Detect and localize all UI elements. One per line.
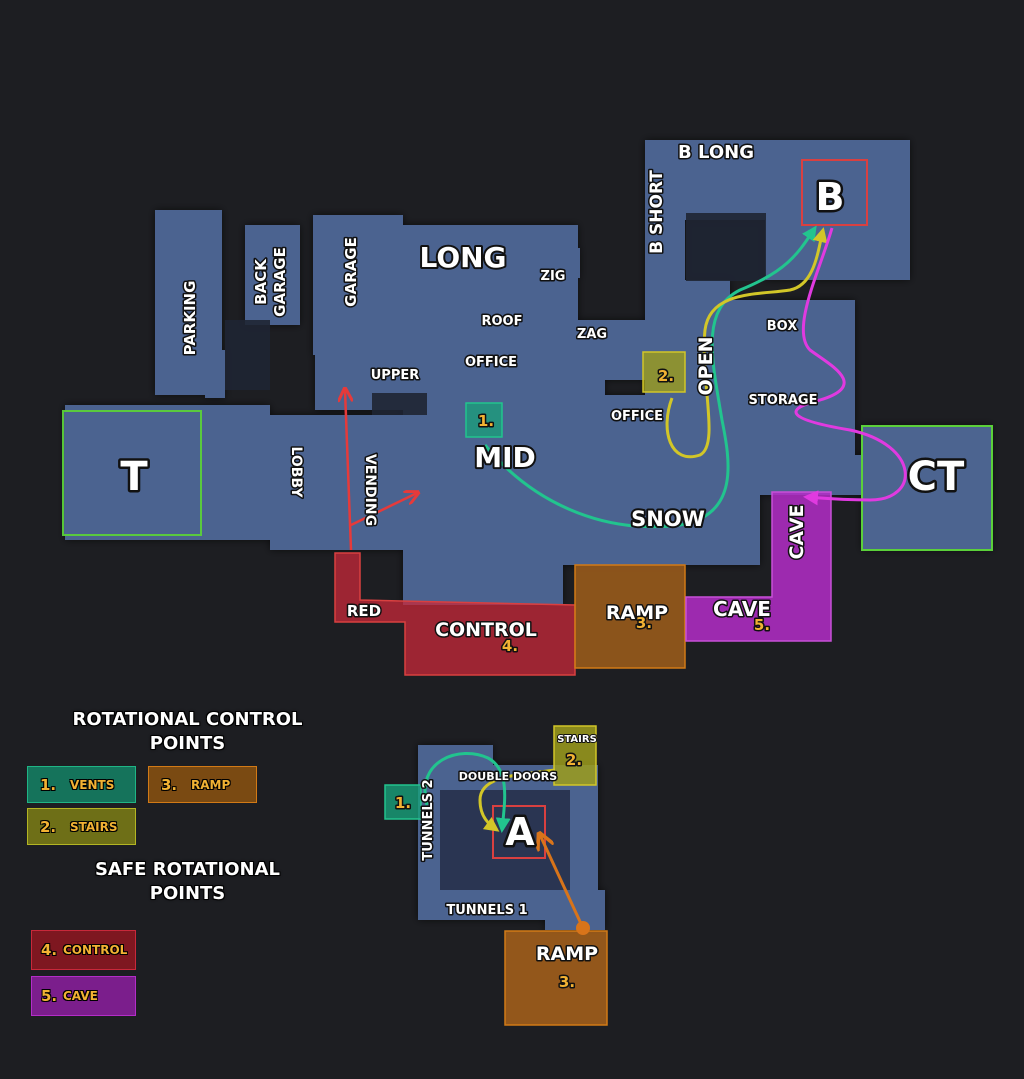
callout-upper: UPPER <box>371 368 420 383</box>
cave-zone <box>685 491 832 642</box>
map-walls <box>225 213 766 415</box>
ramp-zone <box>574 564 686 669</box>
marker-ramp: 3. <box>636 614 652 632</box>
ct-spawn-zone <box>861 425 993 551</box>
callout-storage: STORAGE <box>749 393 818 408</box>
control-zone <box>334 552 576 676</box>
marker-a-vents: 1. <box>395 794 411 812</box>
vents-zone <box>465 402 503 438</box>
legend-stairs-num: 2. <box>40 817 57 836</box>
legend-cave-label: CAVE <box>63 989 98 1003</box>
magenta-route <box>794 227 907 506</box>
stairs-zone <box>642 351 686 393</box>
legend-cave-num: 5. <box>41 987 58 1005</box>
callout-mid: MID <box>474 441 536 474</box>
legend-control-label: CONTROL <box>63 943 128 957</box>
callout-open: OPEN <box>695 337 717 396</box>
callout-back-garage-2: GARAGE <box>271 247 289 317</box>
legend-rotational-title-line2: POINTS <box>149 733 226 754</box>
marker-a-stairs: 2. <box>566 751 582 769</box>
legend-item-control: 4. CONTROL <box>31 930 136 970</box>
legend-stairs-label: STAIRS <box>70 819 118 834</box>
callout-long: LONG <box>419 241 506 274</box>
legend-safe-title: SAFE ROTATIONAL POINTS <box>60 858 315 906</box>
a-stairs-zone <box>553 725 597 786</box>
callout-ramp: RAMP <box>606 602 668 624</box>
legend-safe-title-line1: SAFE ROTATIONAL <box>94 859 281 880</box>
callout-tunnels-1: TUNNELS 1 <box>446 903 527 918</box>
callout-office-lower: OFFICE <box>611 409 663 424</box>
callout-zag: ZAG <box>577 327 607 342</box>
teal-route <box>483 225 817 529</box>
a-routes <box>423 752 590 935</box>
callout-back-garage-1: BACK <box>252 258 270 305</box>
callout-vending: VENDING <box>362 454 378 526</box>
red-routes <box>345 390 417 551</box>
yellow-route <box>665 227 828 459</box>
callout-control: CONTROL <box>435 619 537 641</box>
callout-ramp-a: RAMP <box>536 943 598 965</box>
legend-rotational-title: ROTATIONAL CONTROL POINTS <box>40 708 335 756</box>
callout-roof: ROOF <box>482 314 523 329</box>
legend-ramp-num: 3. <box>161 775 178 794</box>
callout-tunnels-2: TUNNELS 2 <box>421 779 436 860</box>
callout-lobby: LOBBY <box>288 446 304 498</box>
callout-double-doors: DOUBLE DOORS <box>459 770 557 783</box>
map-labels: T CT B A B LONG B SHORT LONG ZIG ZAG ROO… <box>118 141 968 993</box>
a-site-label: A <box>505 810 535 854</box>
legend-ramp-label: RAMP <box>191 777 231 792</box>
legend-item-cave: 5. CAVE <box>31 976 136 1016</box>
callout-b-short: B SHORT <box>647 170 667 254</box>
callout-cave: CAVE <box>713 597 771 621</box>
callout-stairs: STAIRS <box>557 734 597 745</box>
legend-control-num: 4. <box>41 941 58 959</box>
marker-cave: 5. <box>754 616 770 634</box>
legend-rotational-title-line1: ROTATIONAL CONTROL <box>72 709 303 730</box>
a-ramp-zone <box>504 930 608 1026</box>
callout-box: BOX <box>767 319 798 334</box>
callout-b-long: B LONG <box>678 142 754 163</box>
legend-item-vents: 1. VENTS <box>27 766 136 803</box>
main-map-floor <box>65 140 992 605</box>
ct-spawn-label: CT <box>908 454 965 500</box>
b-site-label: B <box>816 175 845 219</box>
t-spawn-label: T <box>120 454 148 500</box>
legend-safe-title-line2: POINTS <box>149 883 226 904</box>
marker-control: 4. <box>502 637 518 655</box>
a-vents-zone <box>384 784 422 820</box>
legend-item-stairs: 2. STAIRS <box>27 808 136 845</box>
callout-garage: GARAGE <box>342 237 360 307</box>
callout-cave-vertical: CAVE <box>786 504 808 559</box>
marker-vents: 1. <box>478 412 494 430</box>
legend-item-ramp: 3. RAMP <box>148 766 257 803</box>
callout-red: RED <box>347 602 381 620</box>
legend-vents-num: 1. <box>40 775 57 794</box>
t-spawn-zone <box>62 410 202 536</box>
callout-parking: PARKING <box>181 281 199 356</box>
callout-snow: SNOW <box>631 507 705 531</box>
callout-zig: ZIG <box>541 269 566 284</box>
legend-vents-label: VENTS <box>70 777 115 792</box>
marker-stairs: 2. <box>658 367 674 385</box>
callout-office-upper: OFFICE <box>465 355 517 370</box>
b-site-zone <box>801 159 868 226</box>
marker-a-ramp: 3. <box>559 973 575 991</box>
